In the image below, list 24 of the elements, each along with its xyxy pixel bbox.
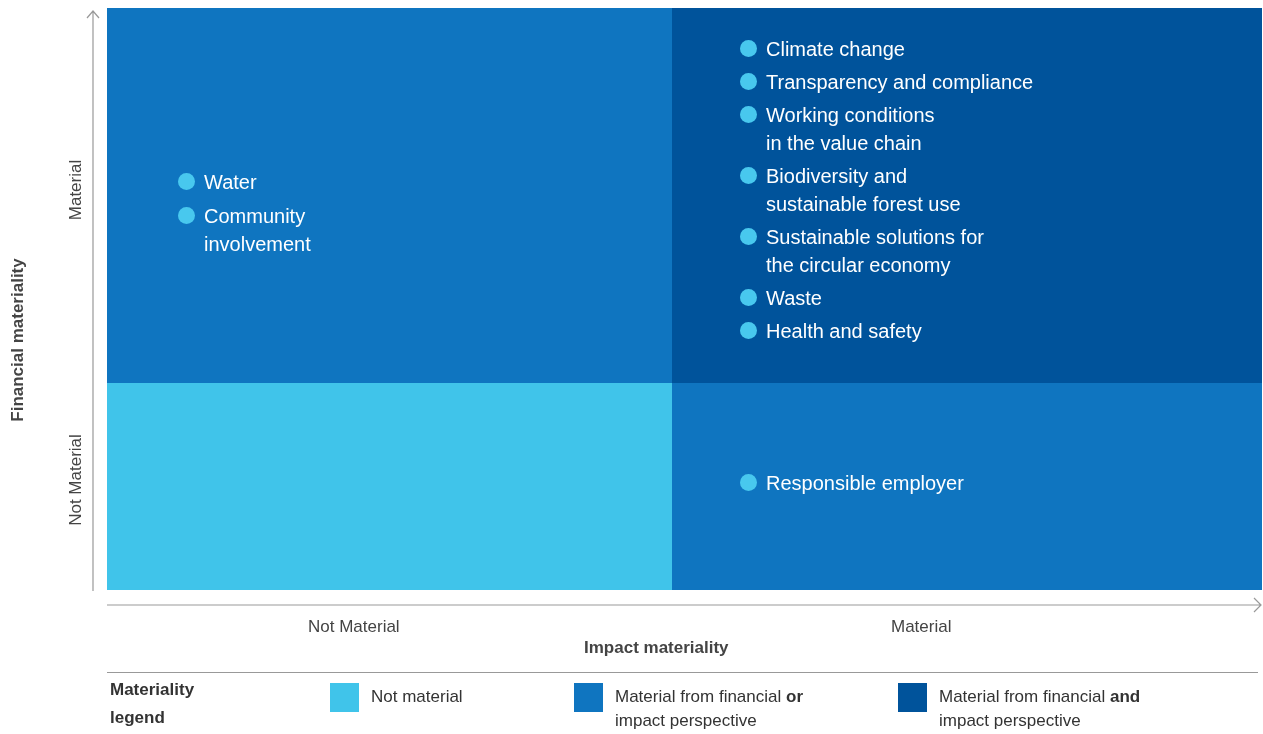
- quadrant-panel: [672, 8, 1262, 383]
- topic-text: Community involvement: [204, 204, 312, 257]
- topic-text: Biodiversity and sustainable forest use: [766, 164, 962, 217]
- axis-label: Material: [66, 159, 86, 221]
- legend-text: Material from financial or impact perspective: [615, 686, 804, 732]
- axis-label: Not Material: [66, 434, 86, 526]
- axis-label: Not Material: [308, 617, 400, 637]
- topic-text: Waste: [766, 286, 823, 311]
- legend-text: Material from financial and impact perspective: [939, 686, 1142, 732]
- quadrant-panel: [672, 383, 1262, 590]
- topic-text: Water: [204, 170, 258, 195]
- axis-label: Material: [891, 617, 952, 637]
- legend-text: Not material: [371, 686, 464, 708]
- quadrant-panel: [107, 8, 672, 383]
- topic-text: Sustainable solutions for the circular economy: [766, 225, 985, 278]
- topic-text: Responsible employer: [766, 471, 964, 496]
- quadrant-panel: [107, 383, 672, 590]
- axis-title: Impact materiality: [584, 638, 729, 658]
- axis-title: Financial materiality: [8, 258, 28, 422]
- topic-text: Health and safety: [766, 319, 923, 344]
- topic-text: Working conditions in the value chain: [766, 103, 936, 156]
- legend-title: Materiality legend: [110, 679, 196, 729]
- topic-text: Transparency and compliance: [766, 70, 1034, 95]
- topic-text: Climate change: [766, 37, 906, 62]
